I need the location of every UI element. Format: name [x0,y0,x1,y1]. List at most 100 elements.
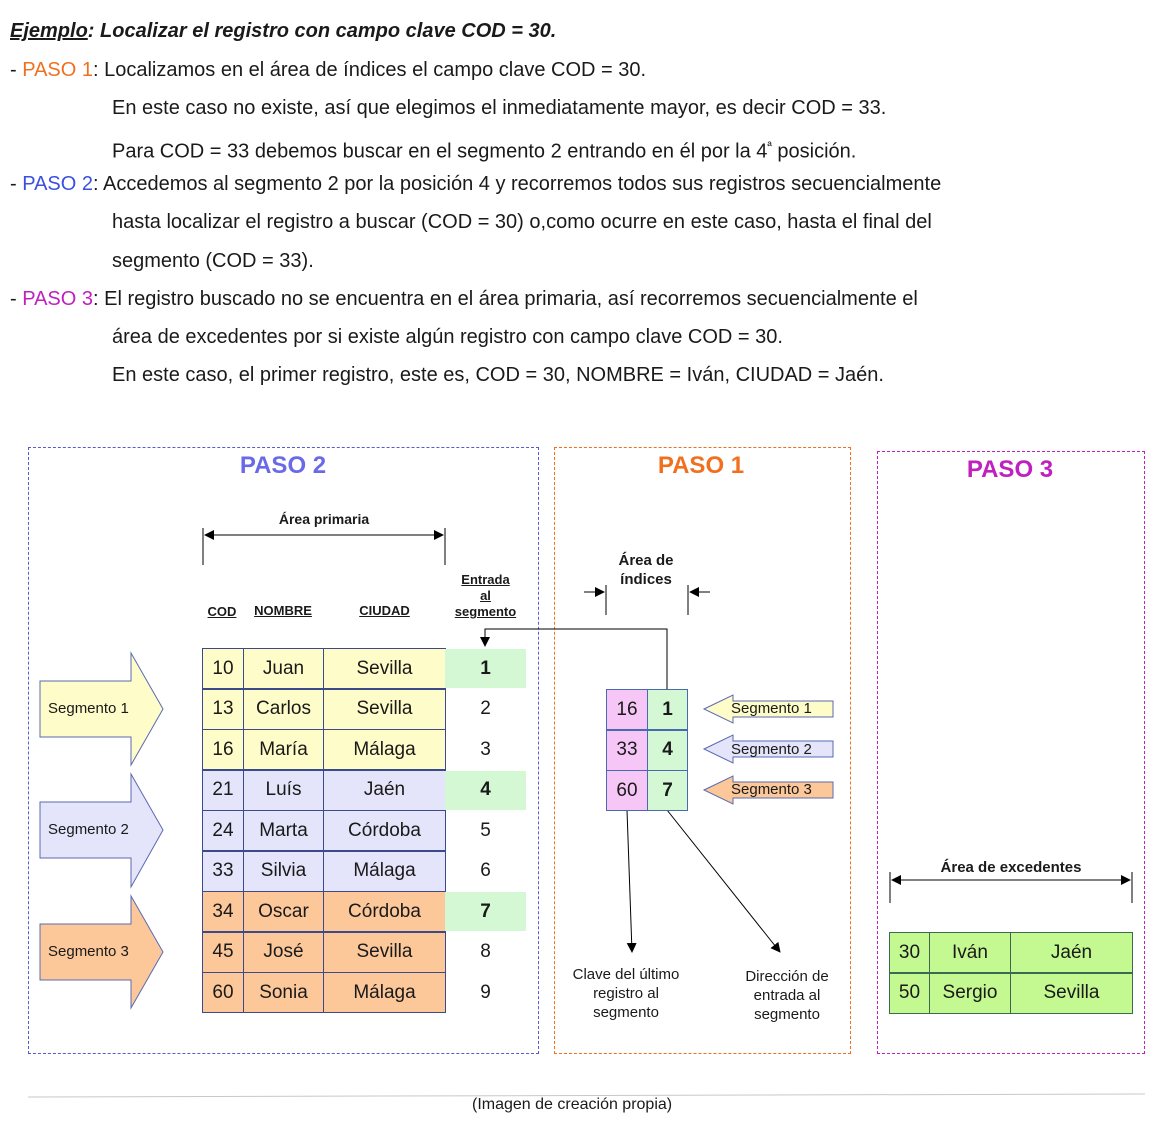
cell-entrada: 1 [445,649,526,688]
paso2-title: PASO 2 [239,452,327,479]
paso2-line1: - PASO 2: Accedemos al segmento 2 por la… [10,172,941,196]
cell-cod: 16 [202,729,244,770]
cell-ciudad: Málaga [323,729,446,770]
paso1-title: PASO 1 [657,452,745,479]
note-key-3: segmento [593,1004,659,1021]
bottom-rule [27,1093,1146,1098]
paso1-line2: En este caso no existe, así que elegimos… [112,97,887,119]
cell-ciudad: Sevilla [323,648,446,689]
paso1-text-1: : Localizamos en el área de índices el c… [93,59,647,81]
cell-cod: 10 [202,648,244,689]
cell-ciudad: Málaga [323,972,446,1013]
dash: - [10,288,23,310]
cell-cod: 45 [202,931,244,973]
overflow-nombre-cell: Sergio [929,972,1011,1014]
overflow-cod-cell: 50 [889,972,930,1014]
index-segment-label: Segmento 3 [731,781,812,798]
overflow-ciudad-cell: Jaén [1010,932,1133,973]
cell-ciudad: Jaén [323,769,446,811]
segment2-arrow-shape [39,772,164,889]
example-heading: Ejemplo: Localizar el registro con campo… [10,19,556,43]
col-header-entrada-1: Entrada [461,572,510,587]
paso3-label: PASO 3 [22,288,93,310]
segment2-arrow-label: Segmento 2 [48,821,129,838]
example-heading-rest: : Localizar el registro con campo clave … [87,20,557,42]
note-dir-2: entrada al [753,987,821,1004]
segment1-arrow-label: Segmento 1 [48,700,129,717]
cell-nombre: José [243,931,324,973]
paso1-line3: Para COD = 33 debemos buscar en el segme… [112,134,856,164]
idx-seg2-arrow-shape [702,734,834,764]
ordinal-sup: ª [767,139,772,153]
col-header-nombre: NOMBRE [254,603,312,618]
index-dir-cell: 7 [647,770,688,811]
cell-entrada: 7 [445,892,526,931]
overflow-cod-cell: 30 [889,932,930,973]
note-key-2: registro al [593,985,659,1002]
cell-cod: 60 [202,972,244,1013]
cell-cod: 13 [202,688,244,730]
cell-ciudad: Sevilla [323,931,446,973]
cell-nombre: Oscar [243,891,324,932]
cell-nombre: Luís [243,769,324,811]
segment1-arrow-shape [39,651,164,767]
cell-nombre: Carlos [243,688,324,730]
cell-ciudad: Sevilla [323,688,446,730]
cell-entrada: 5 [480,819,491,841]
cell-ciudad: Málaga [323,850,446,892]
paso2-text-1: : Accedemos al segmento 2 por la posició… [93,173,942,195]
cell-entrada: 3 [480,738,491,760]
col-header-entrada-3: segmento [454,604,517,619]
paso3-line2: área de excedentes por si existe algún r… [112,326,783,348]
index-area-label-2: índices [620,571,672,588]
note-dir-arrow [666,809,781,953]
cell-nombre: María [243,729,324,770]
paso1-panel [554,447,851,1054]
note-key: Clave del último registro al segmento [560,965,692,1022]
paso2-line2: hasta localizar el registro a buscar (CO… [112,211,932,233]
paso1-line1: - PASO 1: Localizamos en el área de índi… [10,58,646,82]
paso3-panel [877,451,1145,1054]
note-key-1: Clave del último [572,966,680,983]
cell-ciudad: Córdoba [323,810,446,851]
col-header-entrada-2: al [480,588,491,603]
note-dir: Dirección de entrada al segmento [728,967,846,1024]
cell-nombre: Juan [243,648,324,689]
cell-cod: 24 [202,810,244,851]
index-dir-cell: 1 [647,689,688,730]
cell-ciudad: Córdoba [323,891,446,932]
note-dir-3: segmento [754,1006,820,1023]
dash: - [10,59,23,81]
paso2-panel [28,447,539,1054]
paso3-line3: En este caso, el primer registro, este e… [112,364,884,386]
cell-entrada: 4 [445,770,526,810]
paso3-text-1: : El registro buscado no se encuentra en… [93,288,918,310]
paso1-label: PASO 1 [22,59,93,81]
dash: - [10,173,23,195]
overflow-nombre-cell: Iván [929,932,1011,973]
index-area-label-1: Área de [618,552,674,569]
segment3-arrow-shape [39,894,164,1010]
col-header-cod: COD [207,604,237,619]
note-dir-1: Dirección de [745,968,829,985]
segment3-arrow-label: Segmento 3 [48,943,129,960]
cell-entrada: 8 [480,941,491,962]
cell-cod: 21 [202,769,244,811]
index-segment-label: Segmento 1 [731,700,812,717]
paso2-label: PASO 2 [22,173,93,195]
cell-nombre: Silvia [243,850,324,892]
paso1-text-3b: posición. [771,140,857,163]
overflow-area-label: Área de excedentes [940,859,1082,876]
paso2-line3: segmento (COD = 33). [112,250,314,272]
primary-area-label: Área primaria [278,511,370,527]
cell-nombre: Sonia [243,972,324,1013]
cell-entrada: 6 [480,860,491,881]
index-key-cell: 16 [606,689,648,730]
cell-cod: 33 [202,850,244,892]
index-dir-cell: 4 [647,729,688,771]
cell-entrada: 2 [480,698,491,719]
index-key-cell: 33 [606,729,648,771]
cell-cod: 34 [202,891,244,932]
